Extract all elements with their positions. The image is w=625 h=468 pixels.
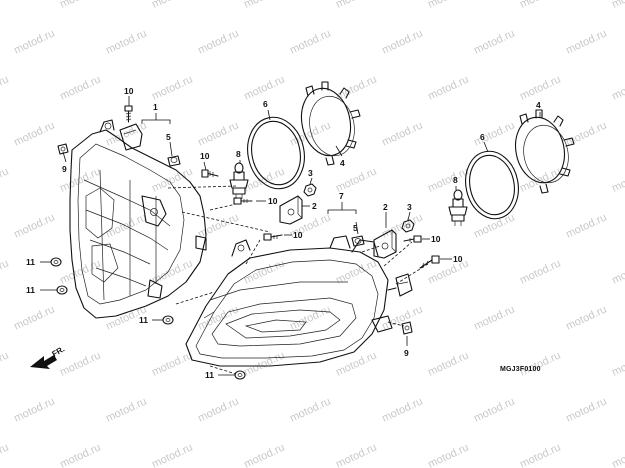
figure-code: MGJ3F0100 [500,366,541,373]
callout-9: 9 [62,164,67,174]
callout-2: 2 [312,201,317,211]
bolt-10-right-a [403,235,422,243]
bolt-10-center-b [263,233,283,241]
callout-10: 10 [431,234,441,244]
bolt-10-top [124,105,133,123]
callout-10: 10 [124,86,134,96]
callout-1: 1 [153,102,158,112]
grommet-11-d [234,370,246,380]
clip-9-left [57,143,69,155]
callout-8: 8 [236,149,241,159]
callout-8: 8 [453,175,458,185]
callout-10: 10 [268,196,278,206]
front-direction-arrow: FR. [30,344,66,369]
bolt-10-right-b [419,255,440,269]
left-headlight-unit [69,119,207,319]
grommet-5-right [351,235,365,247]
callout-labels: 10 1 5 9 6 4 10 8 3 10 2 7 10 5 2 3 6 4 … [26,86,541,380]
dust-cover-4-left [300,81,361,166]
callout-11: 11 [26,285,35,295]
bolt-10-center-a [233,197,253,205]
fr-label: FR. [51,344,67,358]
grommet-5-left [167,155,181,167]
nut-3-right [401,219,415,233]
callout-4: 4 [340,158,345,168]
left-unit-hardware [50,105,219,295]
callout-10: 10 [293,230,303,240]
bulb-8-right [448,189,468,226]
bracket-2-right [373,229,397,259]
callout-3: 3 [308,168,313,178]
callout-5: 5 [353,223,358,233]
grommet-11-a [50,257,62,267]
callout-9: 9 [404,348,409,358]
callout-11: 11 [139,315,148,325]
nut-3-left [303,183,317,197]
callout-7: 7 [339,191,344,201]
dust-cover-4-right [514,109,575,194]
callout-5: 5 [166,132,171,142]
bulb-8-left [229,162,249,199]
bolt-10-left-mid [201,169,219,178]
callout-6: 6 [480,132,485,142]
callout-2: 2 [383,202,388,212]
callout-10: 10 [200,151,210,161]
callout-4: 4 [536,100,541,110]
grommet-11-c [162,315,174,325]
grommet-11-b [56,285,68,295]
seal-ring-6-right [465,150,519,220]
callout-10: 10 [453,254,463,264]
seal-ring-6-left [247,116,305,190]
leader-lines [40,96,541,376]
callout-11: 11 [205,370,214,380]
callout-11: 11 [26,257,35,267]
clip-9-right [401,321,413,335]
callout-6: 6 [263,99,268,109]
bracket-2-left [279,195,303,225]
callout-3: 3 [407,202,412,212]
right-headlight-unit [185,235,413,367]
